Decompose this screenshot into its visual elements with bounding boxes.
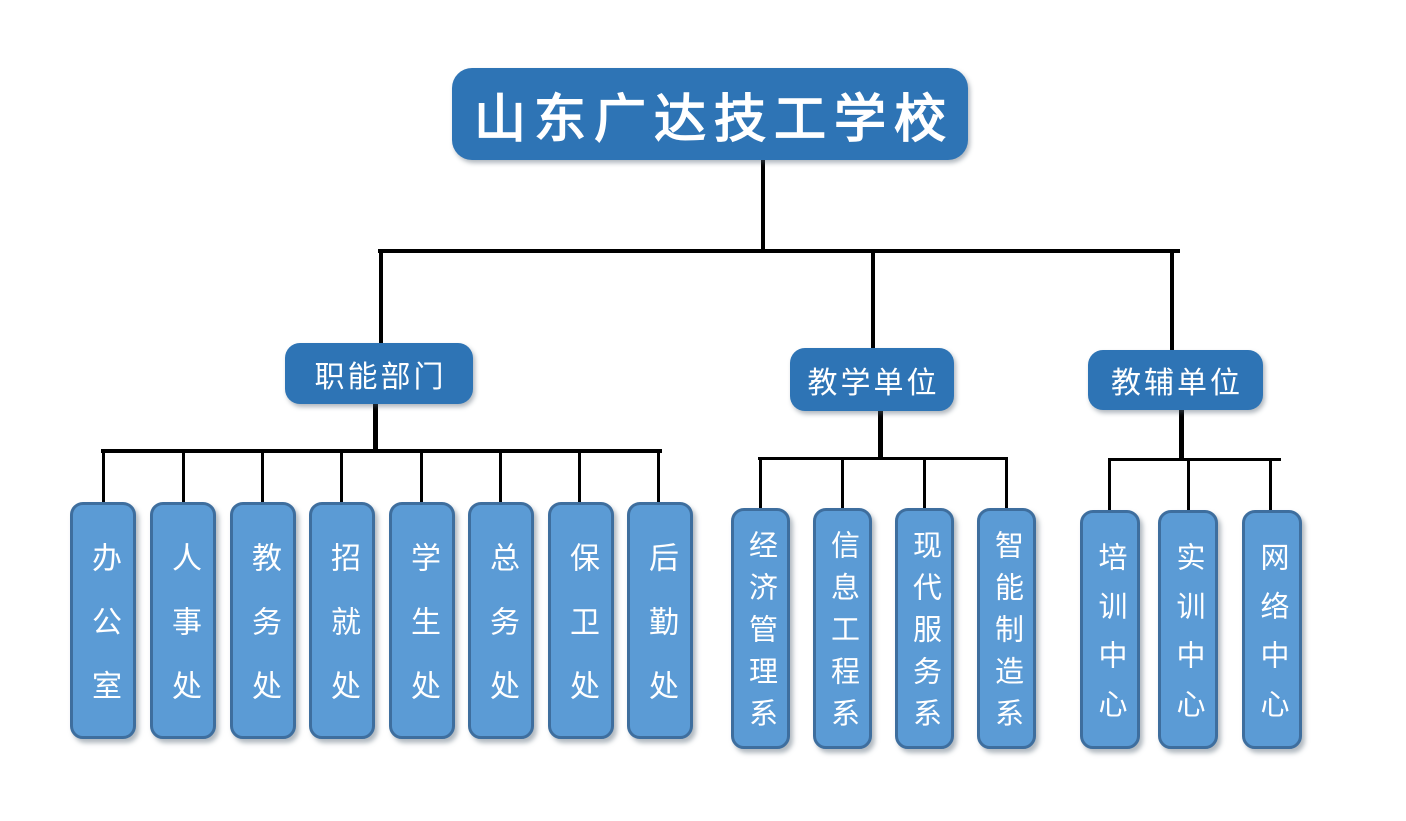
leaf-node-general-affairs: 总务处 [468,502,534,739]
connector-group3-drop-line [1108,460,1111,512]
root-node: 山东广达技工学校 [452,68,968,160]
connector-group2-drop-line [1005,459,1008,510]
connector-group1-drop-line [102,451,105,504]
leaf-node-office: 办公室 [70,502,136,739]
leaf-node-label: 后勤处 [644,541,677,734]
leaf-node-security: 保卫处 [548,502,614,739]
branch-node-functional-departments: 职能部门 [285,343,473,404]
connector-level1-bus-line [378,249,1180,253]
connector-group2-drop-line [923,459,926,510]
leaf-node-label: 学生处 [406,541,439,734]
leaf-node-label: 智能制造系 [990,530,1023,740]
connector-group3-drop-line [1187,460,1190,512]
leaf-node-intelligent-manufacturing: 智能制造系 [977,508,1036,749]
connector-group1-drop-line [182,451,185,504]
connector-branch3-top-line [1170,251,1174,352]
leaf-node-label: 实训中心 [1172,541,1204,738]
connector-group3-drop-line [1269,460,1272,512]
leaf-node-network-center: 网络中心 [1242,510,1302,749]
branch-node-auxiliary-units: 教辅单位 [1088,350,1263,410]
connector-group1-drop-line [657,451,660,504]
connector-group1-drop-line [578,451,581,504]
connector-branch3-bottom-line [1179,408,1184,461]
leaf-node-label: 招就处 [326,541,359,734]
connector-group1-bus-line [101,449,662,453]
leaf-node-economic-management: 经济管理系 [731,508,790,749]
leaf-node-label: 经济管理系 [744,530,777,740]
leaf-node-admissions-employment: 招就处 [309,502,375,739]
leaf-node-label: 信息工程系 [826,530,859,740]
leaf-node-label: 教务处 [247,541,280,734]
connector-group1-drop-line [261,451,264,504]
leaf-node-label: 保卫处 [565,541,598,734]
leaf-node-label: 现代服务系 [908,530,941,740]
leaf-node-label: 网络中心 [1256,541,1288,738]
leaf-node-personnel: 人事处 [150,502,216,739]
root-node-label: 山东广达技工学校 [473,91,954,149]
leaf-node-information-engineering: 信息工程系 [813,508,872,749]
connector-group2-drop-line [841,459,844,510]
leaf-node-student-affairs: 学生处 [389,502,455,739]
leaf-node-label: 总务处 [485,541,518,734]
connector-branch1-top-line [379,251,383,345]
connector-group1-drop-line [420,451,423,504]
connector-group1-drop-line [340,451,343,504]
leaf-node-training-center: 培训中心 [1080,510,1140,749]
leaf-node-label: 人事处 [167,541,200,734]
branch-node-label: 教学单位 [807,366,940,400]
leaf-node-modern-services: 现代服务系 [895,508,954,749]
connector-root-drop-line [761,158,765,252]
connector-group1-drop-line [499,451,502,504]
connector-group2-bus-line [758,457,1008,460]
branch-node-teaching-units: 教学单位 [790,348,954,411]
connector-branch2-top-line [871,251,875,350]
connector-branch1-bottom-line [373,403,378,452]
branch-node-label: 教辅单位 [1111,367,1243,400]
connector-group2-drop-line [759,459,762,510]
leaf-node-label: 办公室 [87,541,120,734]
connector-group3-bus-line [1108,458,1281,461]
leaf-node-label: 培训中心 [1094,541,1126,738]
branch-node-label: 职能部门 [314,360,447,394]
connector-branch2-bottom-line [878,409,883,460]
leaf-node-practical-training-center: 实训中心 [1158,510,1218,749]
leaf-node-academic-affairs: 教务处 [230,502,296,739]
leaf-node-logistics: 后勤处 [627,502,693,739]
